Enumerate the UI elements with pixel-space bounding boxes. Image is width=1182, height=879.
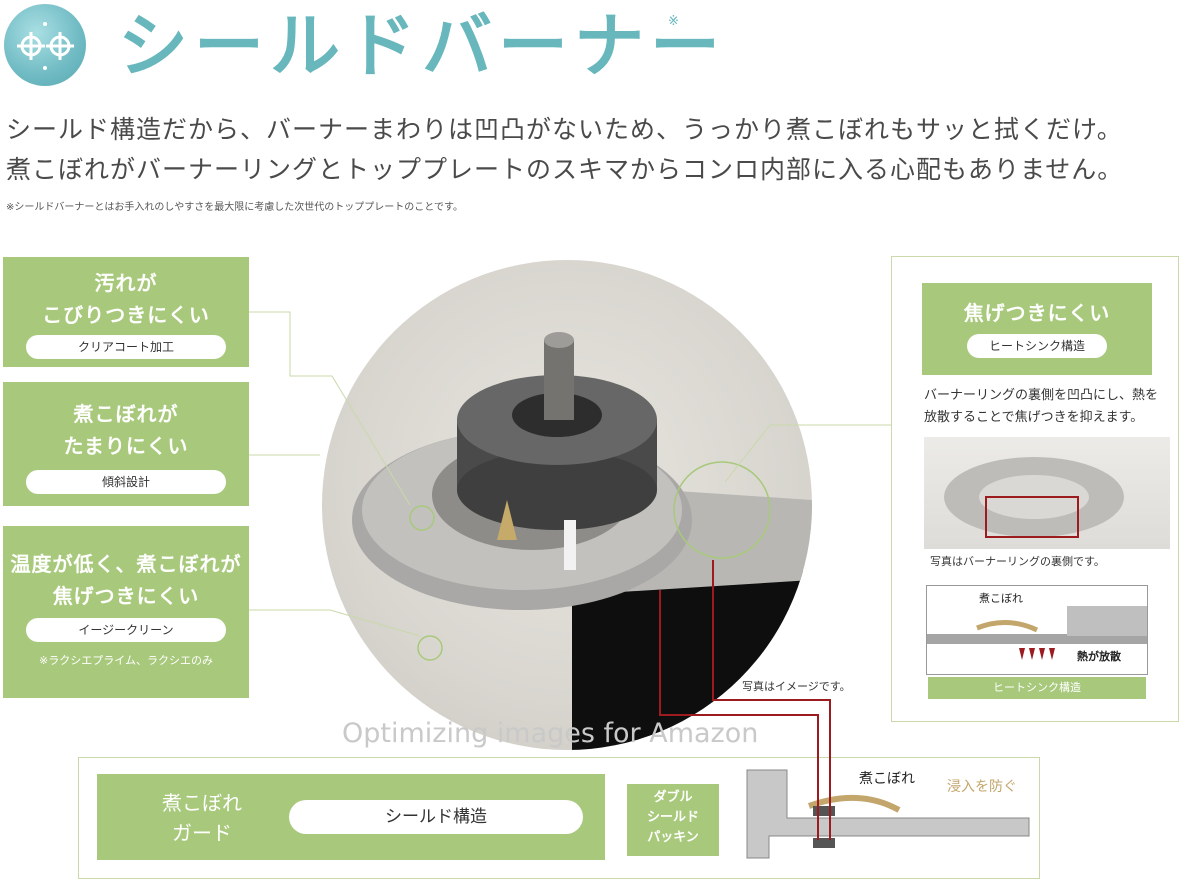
heat-sink-bar: ヒートシンク構造 <box>928 677 1146 699</box>
feature-1-pill: クリアコート加工 <box>26 335 226 359</box>
description-line-2: 煮こぼれがバーナーリングとトッププレートのスキマからコンロ内部に入る心配もありま… <box>6 155 1124 184</box>
prevent-label: 浸入を防ぐ <box>947 779 1017 795</box>
spill-guard-panel: 煮こぼれ ガード シールド構造 ダブル シールド パッキン 煮こぼれ 浸入を防ぐ <box>78 757 1040 879</box>
spill-guard-label: 煮こぼれ ガード <box>127 788 277 848</box>
double-shield-packing-label: ダブル シールド パッキン <box>627 784 719 856</box>
double-line3: パッキン <box>647 830 699 845</box>
spill-guard-line1: 煮こぼれ <box>162 791 242 815</box>
feature-1-line2: こびりつきにくい <box>42 303 210 327</box>
heat-sink-diagram: 煮こぼれ 熱が放散 <box>926 585 1148 675</box>
heat-sink-panel: 焦げつきにくい ヒートシンク構造 バーナーリングの裏側を凹凸にし、熱を放散するこ… <box>891 256 1179 722</box>
feature-3-line2: 焦げつきにくい <box>52 584 200 608</box>
spill-guard-box: 煮こぼれ ガード シールド構造 <box>97 774 605 860</box>
title-note-mark: ※ <box>668 14 679 29</box>
feature-box-3: 温度が低く、煮こぼれが 焦げつきにくい イージークリーン ※ラクシエプライム、ラ… <box>3 526 249 698</box>
feature-box-2: 煮こぼれが たまりにくい 傾斜設計 <box>3 382 249 506</box>
snowflake-sparkle-icon <box>4 4 86 86</box>
spill-guard-line2: ガード <box>172 821 232 845</box>
feature-2-line2: たまりにくい <box>63 434 189 458</box>
description-line-1: シールド構造だから、バーナーまわりは凹凸がないため、うっかり煮こぼれもサッと拭く… <box>6 115 1123 144</box>
diagram-spill-label: 煮こぼれ <box>979 592 1023 605</box>
footnote: ※シールドバーナーとはお手入れのしやすさを最大限に考慮した次世代のトッププレート… <box>6 202 463 213</box>
feature-2-pill: 傾斜設計 <box>26 470 226 494</box>
feature-box-1: 汚れが こびりつきにくい クリアコート加工 <box>3 257 249 367</box>
feature-1-line1: 汚れが <box>94 271 158 295</box>
shield-structure-pill: シールド構造 <box>289 800 583 834</box>
spill-label: 煮こぼれ <box>859 771 915 787</box>
diagram-heat-label: 熱が放散 <box>1077 650 1121 663</box>
heat-sink-pill: ヒートシンク構造 <box>967 334 1107 358</box>
watermark: Optimizing images for Amazon <box>342 718 759 749</box>
double-line1: ダブル <box>653 790 693 805</box>
double-line2: シールド <box>646 810 699 825</box>
image-caption: 写真はイメージです。 <box>742 680 851 693</box>
feature-2-line1: 煮こぼれが <box>73 402 179 426</box>
feature-3-note: ※ラクシエプライム、ラクシエのみ <box>39 654 213 667</box>
feature-3-line1: 温度が低く、煮こぼれが <box>10 552 242 576</box>
feature-3-pill: イージークリーン <box>26 618 226 642</box>
page-title: シールドバーナー <box>118 5 726 87</box>
heat-sink-description: バーナーリングの裏側を凹凸にし、熱を放散することで焦げつきを抑えます。 <box>924 388 1159 425</box>
burner-photo <box>322 260 812 750</box>
burner-ring-photo <box>924 437 1170 549</box>
photo-caption: 写真はバーナーリングの裏側です。 <box>930 555 1105 568</box>
heat-sink-title: 焦げつきにくい <box>963 301 1111 325</box>
heat-sink-header: 焦げつきにくい ヒートシンク構造 <box>922 283 1152 375</box>
